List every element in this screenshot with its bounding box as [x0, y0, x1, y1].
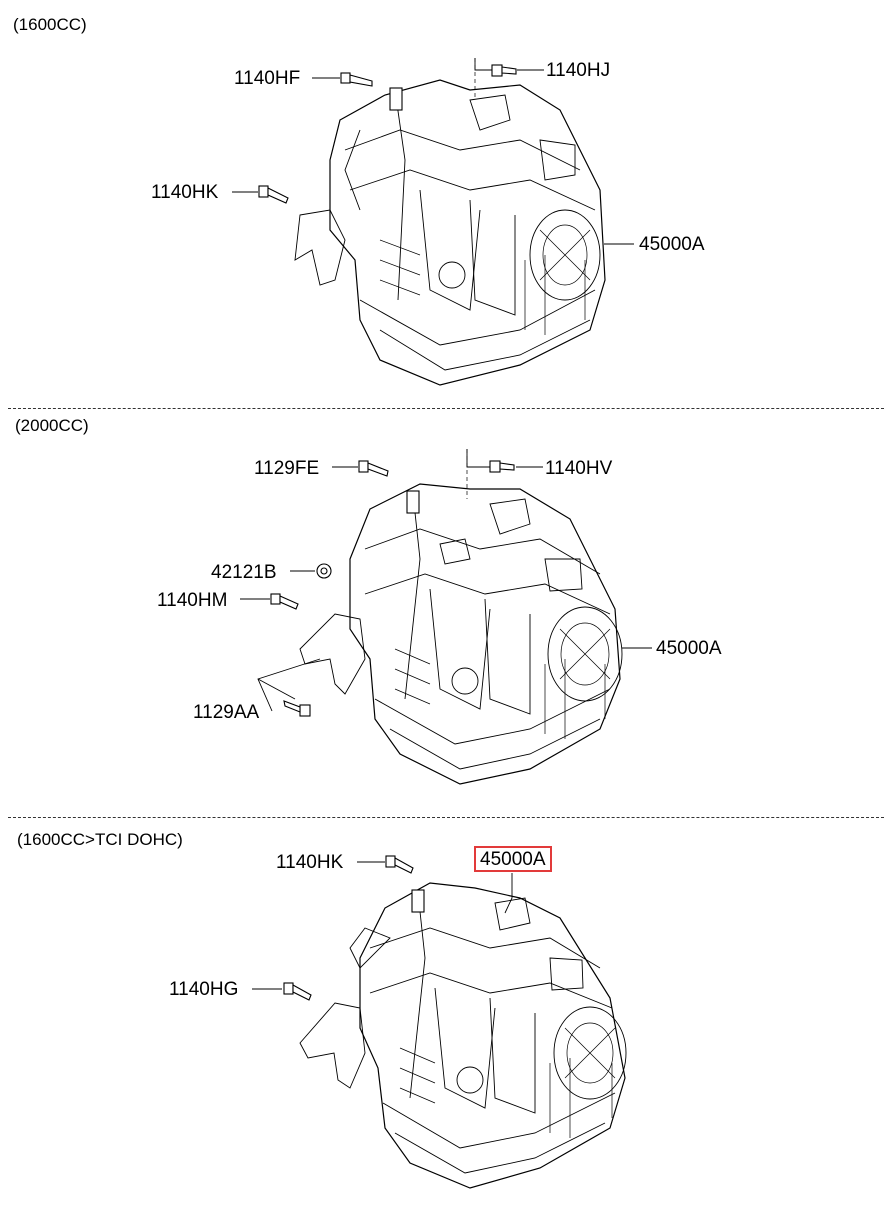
section-divider [8, 817, 884, 818]
section-1600cc: (1600CC) [0, 0, 886, 408]
part-label-1140hf: 1140HF [234, 68, 301, 89]
part-label-1140hg: 1140HG [169, 979, 239, 1000]
transmission-assembly-drawing [240, 449, 652, 785]
part-label-1129fe: 1129FE [254, 458, 320, 479]
part-label-1140hj: 1140HJ [546, 60, 611, 81]
part-label-45000a-highlighted[interactable]: 45000A [474, 846, 552, 872]
part-label-1140hv: 1140HV [545, 458, 613, 479]
section-title: (2000CC) [15, 416, 89, 435]
transmission-assembly-drawing [252, 855, 627, 1189]
part-label-1140hk: 1140HK [276, 852, 344, 873]
part-label-1129aa: 1129AA [193, 702, 260, 723]
part-label-45000a: 45000A [656, 638, 722, 659]
part-label-45000a: 45000A [639, 234, 705, 255]
section-divider [8, 408, 884, 409]
section-title: (1600CC>TCI DOHC) [17, 830, 183, 849]
section-2000cc: (2000CC) [0, 409, 886, 817]
section-1600cc-tci-dohc: (1600CC>TCI DOHC) [0, 818, 886, 1211]
part-label-1140hk: 1140HK [151, 182, 219, 203]
part-label-42121b: 42121B [211, 562, 277, 583]
part-label-1140hm: 1140HM [157, 590, 228, 611]
section-title: (1600CC) [13, 15, 87, 34]
transmission-assembly-drawing [232, 58, 634, 386]
